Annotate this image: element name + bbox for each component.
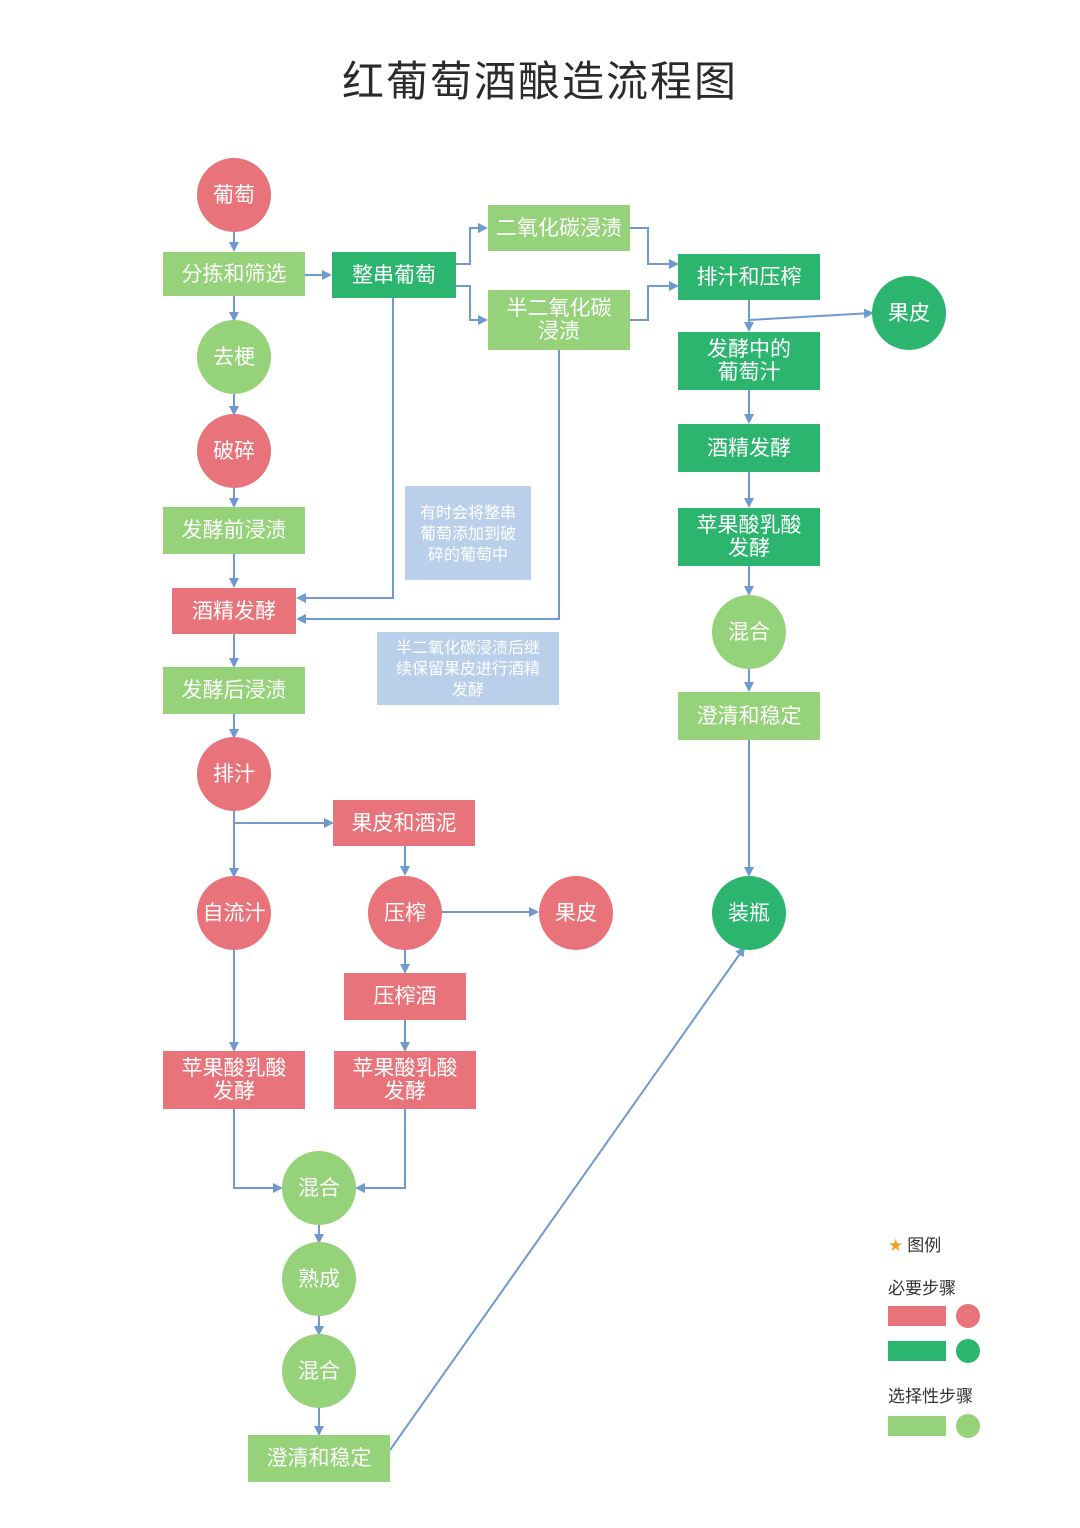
legend-title: ★图例 — [888, 1231, 941, 1256]
arrow-clarify-bottling — [389, 946, 746, 1451]
node-clarify-right: 澄清和稳定 — [678, 692, 820, 740]
node-whole-cluster: 整串葡萄 — [332, 252, 456, 298]
node-crushing: 破碎 — [197, 414, 271, 488]
node-clarify-left: 澄清和稳定 — [248, 1435, 390, 1482]
node-semi-carbonic: 半二氧化碳浸渍 — [488, 290, 630, 350]
legend-optional-circle — [956, 1414, 980, 1438]
arrow-mlf-left-blend — [233, 1108, 283, 1193]
arrow-semicarbonic-drainpress — [630, 281, 679, 321]
note-semi-carbonic: 半二氧化碳浸渍后继续保留果皮进行酒精发酵 — [377, 632, 559, 705]
note-whole-cluster: 有时会将整串葡萄添加到破碎的葡萄中 — [405, 486, 531, 580]
node-maturation: 熟成 — [282, 1242, 356, 1316]
page-title: 红葡萄酒酿造流程图 — [341, 57, 738, 106]
node-pre-maceration: 发酵前浸渍 — [163, 507, 305, 554]
legend-optional-rect — [888, 1416, 946, 1436]
node-draining: 排汁 — [197, 737, 271, 811]
node-fermenting-must: 发酵中的葡萄汁 — [678, 332, 820, 390]
legend-required-green-rect — [888, 1341, 946, 1361]
node-sorting: 分拣和筛选 — [163, 252, 305, 296]
node-free-run-juice: 自流汁 — [197, 876, 271, 950]
node-mlf-press: 苹果酸乳酸发酵 — [334, 1051, 476, 1109]
arrow-whole-semicarbonic — [456, 285, 488, 325]
node-grapes: 葡萄 — [197, 158, 271, 232]
node-destemming: 去梗 — [197, 320, 271, 394]
node-blending-2: 混合 — [282, 1334, 356, 1408]
legend-optional-label: 选择性步骤 — [888, 1387, 973, 1407]
node-drain-press-right: 排汁和压榨 — [678, 254, 820, 300]
node-alcoholic-fermentation-right: 酒精发酵 — [678, 424, 820, 472]
legend-required-red-circle — [956, 1304, 980, 1328]
arrow-drainpress-pomace — [748, 308, 874, 321]
node-bottling: 装瓶 — [712, 876, 786, 950]
node-pomace-right: 果皮 — [872, 276, 946, 350]
node-pressing: 压榨 — [368, 876, 442, 950]
node-blending-1: 混合 — [282, 1151, 356, 1225]
node-blending-right: 混合 — [712, 595, 786, 669]
legend-required-green-circle — [956, 1339, 980, 1363]
legend-required-label: 必要步骤 — [888, 1279, 956, 1299]
node-alcoholic-fermentation: 酒精发酵 — [172, 588, 296, 634]
arrow-semicarbonic-ferment — [296, 350, 560, 624]
node-pomace-left: 果皮 — [539, 876, 613, 950]
arrow-carbonic-drainpress — [630, 227, 679, 269]
arrow-whole-carbonic — [456, 223, 488, 265]
arrow-whole-ferment — [296, 298, 394, 603]
arrow-mlf-right-blend — [355, 1108, 406, 1193]
node-carbonic-maceration: 二氧化碳浸渍 — [488, 205, 630, 251]
node-mlf-right: 苹果酸乳酸发酵 — [678, 508, 820, 566]
legend-required-red-rect — [888, 1306, 946, 1326]
node-skins-and-lees: 果皮和酒泥 — [333, 800, 475, 846]
legend-title-text: 图例 — [907, 1236, 942, 1256]
node-mlf-free-run: 苹果酸乳酸发酵 — [163, 1051, 305, 1109]
node-press-wine: 压榨酒 — [344, 973, 466, 1020]
star-icon: ★ — [888, 1236, 904, 1256]
node-post-maceration: 发酵后浸渍 — [163, 667, 305, 714]
